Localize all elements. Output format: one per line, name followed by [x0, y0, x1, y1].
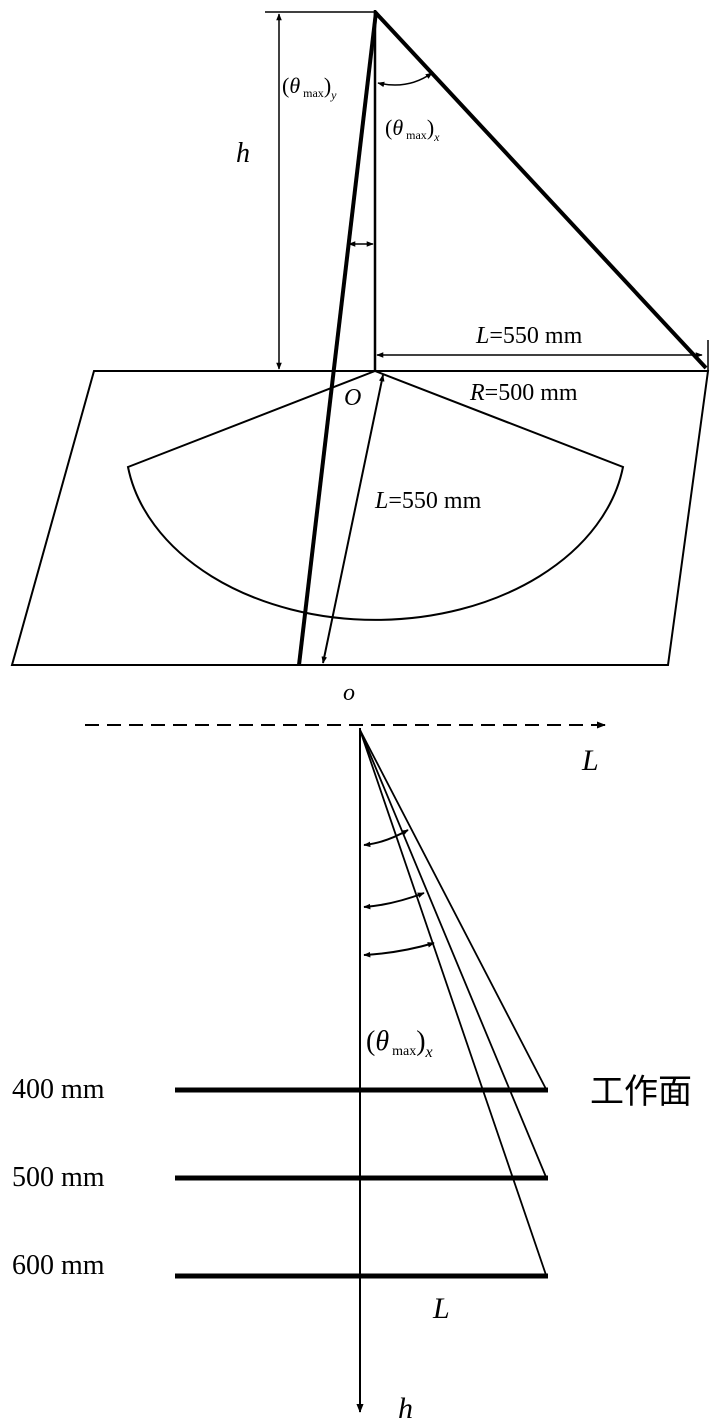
- theta-x-angle-arc: [377, 72, 433, 88]
- l-slant-dimension-arrow: [321, 374, 385, 664]
- h-label: h: [236, 138, 250, 169]
- plane-label-500: 500 mm: [12, 1162, 105, 1193]
- h-axis-label: h: [398, 1392, 413, 1425]
- work-plane-parallelogram: [10, 370, 710, 666]
- l-top-label: L=550 mm: [475, 323, 583, 349]
- l-axis-label: L: [581, 744, 599, 777]
- ray-400: [359, 729, 547, 1090]
- hypotenuse-y: [297, 11, 378, 666]
- l-slant-label: L=550 mm: [374, 488, 482, 514]
- plane-label-400: 400 mm: [12, 1074, 105, 1105]
- r-label: R=500 mm: [469, 380, 578, 406]
- bottom-l-label: L: [432, 1292, 450, 1325]
- ray-500: [359, 729, 547, 1178]
- angle-arc-600: [363, 942, 435, 958]
- work-plane-label: 工作面: [590, 1072, 692, 1112]
- angle-arc-500: [363, 892, 425, 910]
- angle-arc-400: [363, 829, 409, 848]
- plane-label-600: 600 mm: [12, 1250, 105, 1281]
- hypotenuse-x: [373, 10, 708, 370]
- origin-o-small-label: o: [343, 680, 355, 706]
- ray-600: [359, 729, 547, 1276]
- origin-o-label: O: [344, 385, 361, 411]
